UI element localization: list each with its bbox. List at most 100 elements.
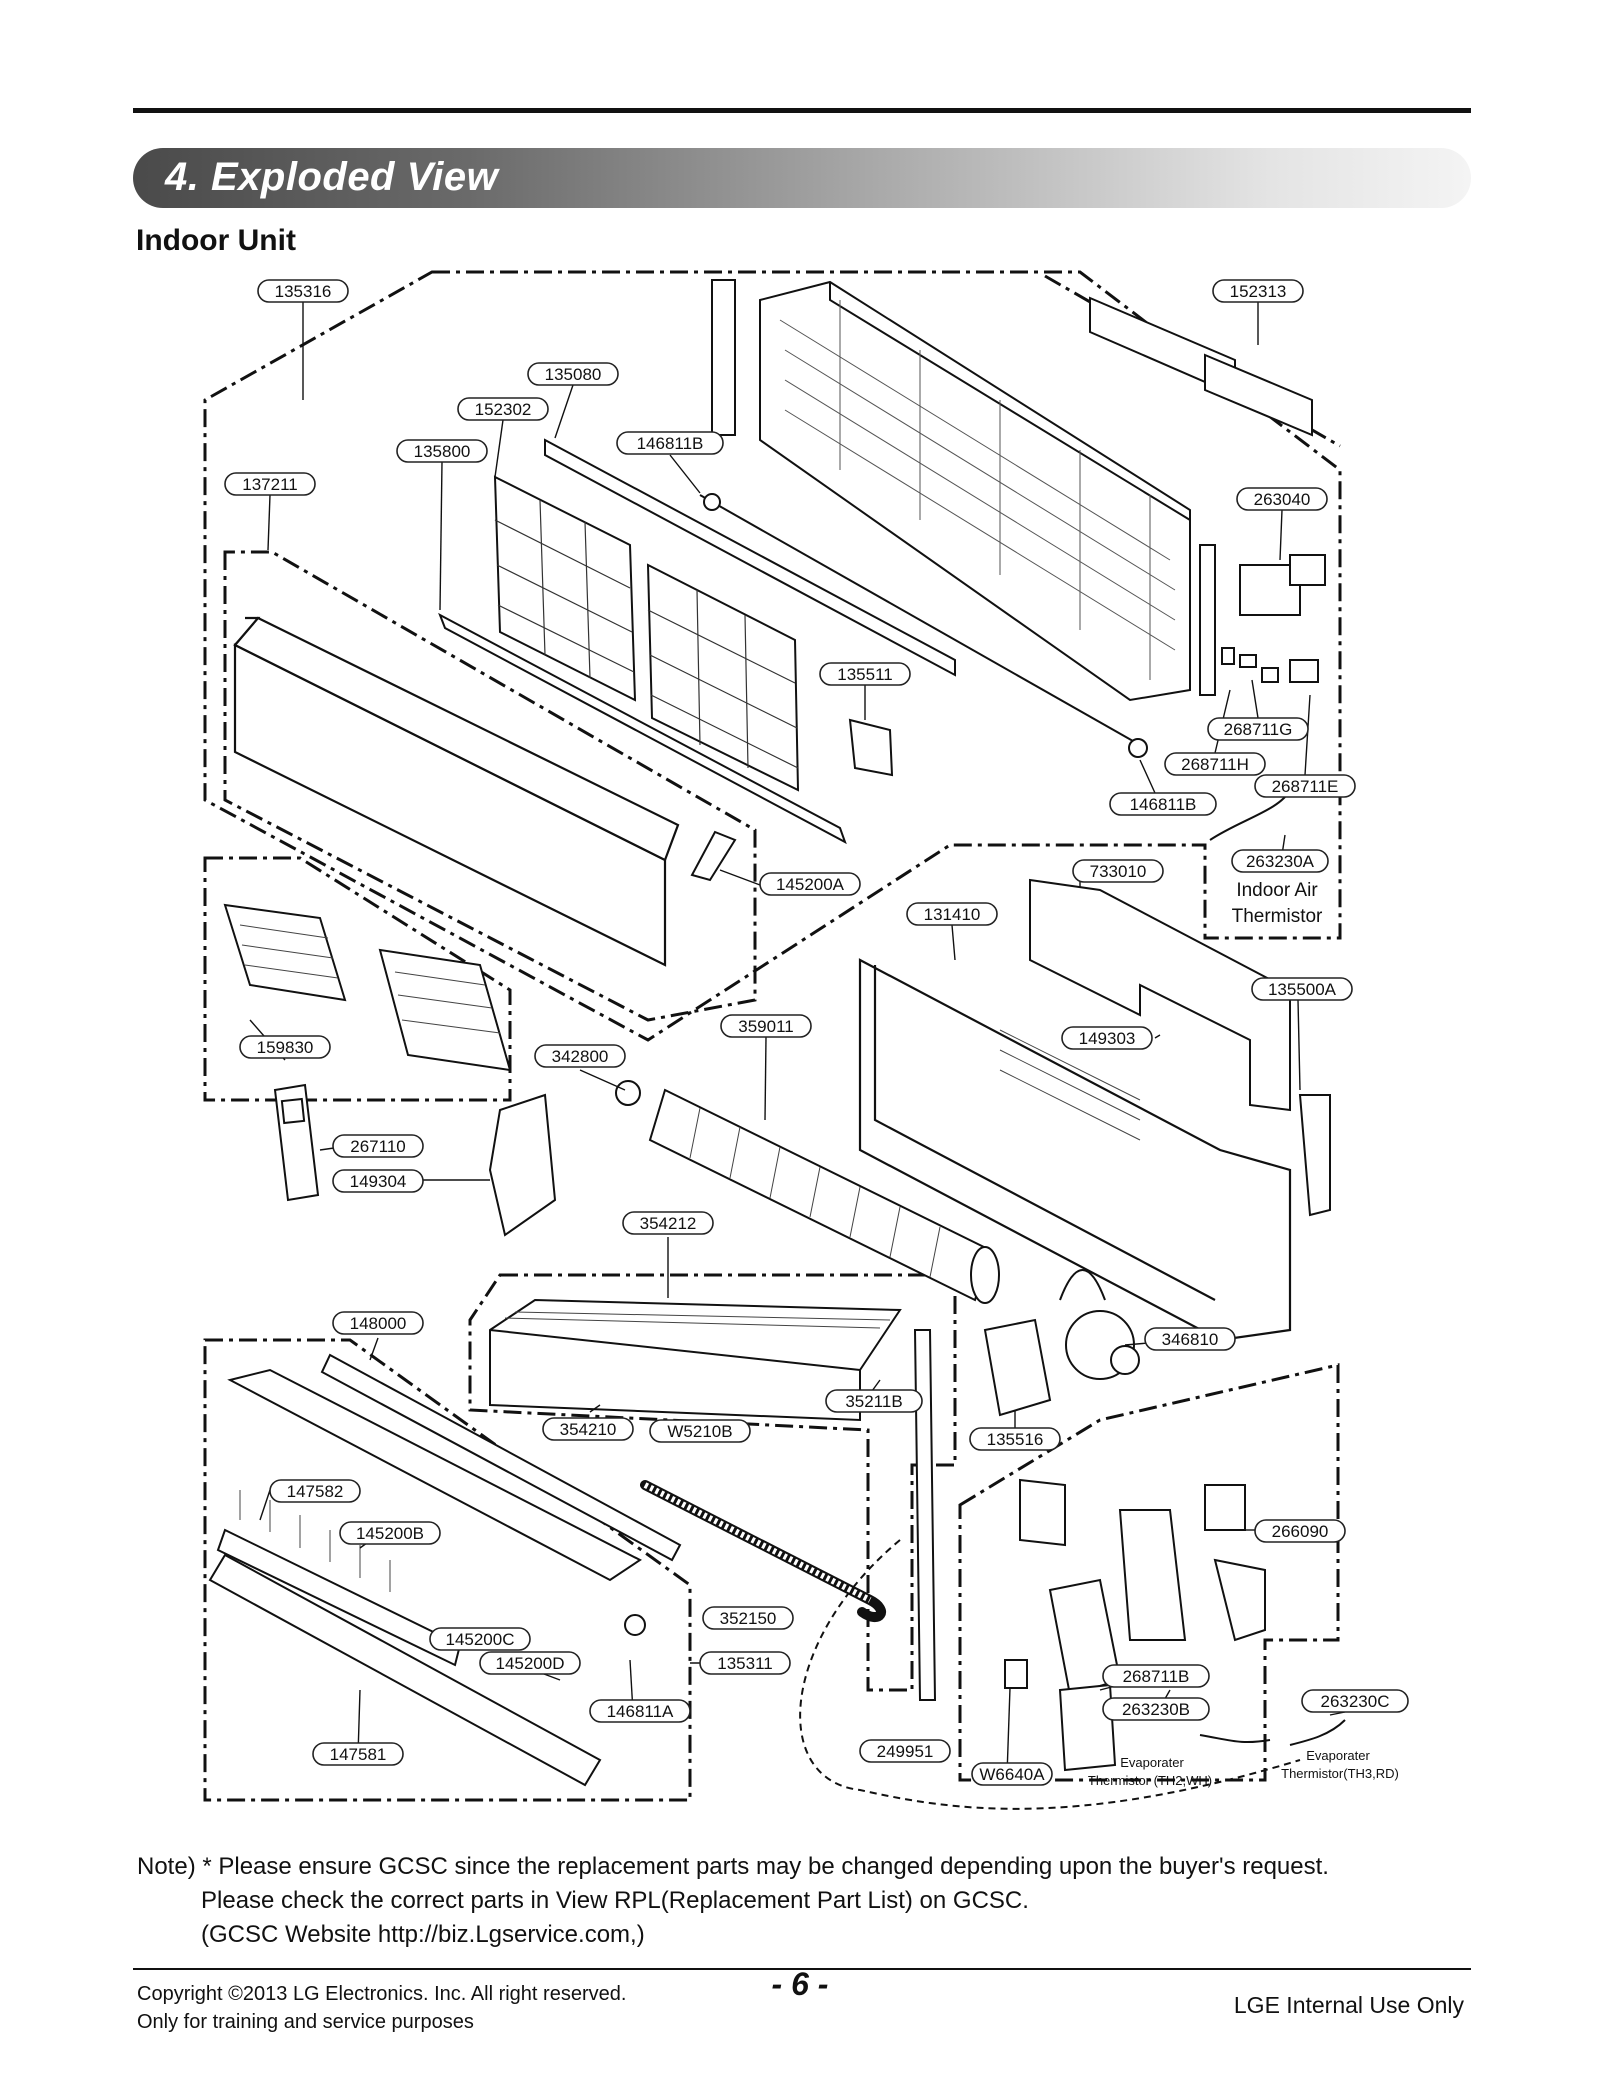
part-number: 131410 [924, 905, 981, 924]
copyright-line: Only for training and service purposes [137, 2011, 474, 2033]
fan-motor [983, 1269, 1140, 1417]
part-label: 146811B [1109, 792, 1217, 816]
part-number: 359011 [738, 1017, 793, 1036]
part-labels: 135316 152313 135080 152302 146811B 1358… [224, 279, 1409, 1786]
air-filter [438, 475, 847, 845]
caption: Thermistor (TH2,WH) [1088, 1773, 1212, 1788]
part-label: 148000 [332, 1311, 424, 1335]
remote-control [273, 1083, 320, 1202]
part-label: 733010 [1072, 859, 1164, 883]
part-number: 145200C [445, 1630, 514, 1649]
part-number: 145200B [356, 1524, 424, 1543]
part-label: 263230C [1301, 1689, 1409, 1713]
part-number: 249951 [877, 1742, 934, 1761]
part-number: 346810 [1162, 1330, 1219, 1349]
part-number: 342800 [552, 1047, 609, 1066]
part-number: 145200A [776, 875, 845, 894]
part-number: 152302 [475, 400, 532, 419]
note-line: (GCSC Website http://biz.Lgservice.com,) [201, 1921, 645, 1948]
part-label: 159830 [239, 1035, 331, 1059]
page-number: - 6 - [771, 1966, 829, 2002]
exploded-view-diagram: 135316 152313 135080 152302 146811B 1358… [203, 270, 1409, 1810]
copyright: Copyright ©2013 LG Electronics. Inc. All… [137, 1980, 626, 2036]
section-title: 4. Exploded View [165, 155, 499, 199]
part-label: 152313 [1212, 279, 1304, 303]
part-number: 35211B [845, 1392, 902, 1411]
part-label: 268711E [1254, 774, 1356, 798]
note: Note) * Please ensure GCSC since the rep… [137, 1850, 1329, 1952]
part-label: 342800 [534, 1044, 626, 1068]
part-label: 267110 [332, 1134, 424, 1158]
part-number: 263040 [1254, 490, 1311, 509]
control-box [1004, 1478, 1346, 1772]
bottom-rule [133, 1968, 1471, 1970]
part-label: 346810 [1144, 1327, 1236, 1351]
part-number: 135511 [837, 665, 892, 684]
part-label: 268711H [1164, 752, 1266, 776]
part-number: 147582 [287, 1482, 344, 1501]
part-number: 268711G [1224, 720, 1293, 739]
part-label: 352150 [702, 1606, 794, 1630]
frame-rods [544, 438, 1148, 758]
part-number: 354210 [560, 1420, 617, 1439]
group-boundary-vane [203, 1338, 692, 1802]
bracket-135511 [848, 718, 894, 777]
leader-lines [249, 300, 1346, 1776]
part-number: 268711E [1272, 777, 1339, 796]
part-label: 145200C [429, 1627, 531, 1651]
part-label: 263230A [1231, 849, 1329, 873]
group-boundary-panel-inner [223, 550, 757, 1022]
part-number: W6640A [979, 1765, 1045, 1784]
caption: Evaporater [1306, 1748, 1370, 1763]
part-number: 135311 [717, 1654, 772, 1673]
top-rule [133, 108, 1471, 113]
part-number: 733010 [1090, 862, 1147, 881]
part-number: 266090 [1272, 1522, 1329, 1541]
part-label: 359011 [720, 1014, 812, 1038]
part-number: 268711H [1181, 755, 1249, 774]
part-label: 268711B [1102, 1664, 1210, 1688]
part-number: 135080 [545, 365, 602, 384]
part-label: 145200A [759, 872, 861, 896]
part-label: 135516 [969, 1427, 1061, 1451]
part-number: 146811B [637, 434, 704, 453]
part-number: 268711B [1123, 1667, 1190, 1686]
part-label: 135311 [699, 1651, 791, 1675]
top-grille [1089, 296, 1313, 437]
subtitle: Indoor Unit [136, 224, 296, 257]
part-label: W5210B [649, 1419, 751, 1443]
display-pcb [1209, 554, 1326, 841]
part-label: 354210 [542, 1417, 634, 1441]
part-number: 135500A [1268, 980, 1337, 999]
caption: Thermistor [1232, 906, 1323, 927]
part-label: 263040 [1236, 487, 1328, 511]
main-chassis [858, 958, 1292, 1342]
part-number: 149303 [1079, 1029, 1136, 1048]
bearing-holder [488, 1093, 557, 1237]
part-label: 135080 [527, 362, 619, 386]
part-number: 352150 [720, 1609, 777, 1628]
part-number: 354212 [640, 1214, 697, 1233]
part-number: 267110 [350, 1137, 405, 1156]
internal-use-label: LGE Internal Use Only [1233, 1992, 1464, 2018]
caption: Thermistor(TH3,RD) [1281, 1766, 1399, 1781]
part-number: 148000 [350, 1314, 407, 1333]
air-guide [223, 903, 512, 1072]
section-banner: 4. Exploded View [133, 148, 1471, 208]
part-number: 135516 [987, 1430, 1044, 1449]
drain-hose [640, 1480, 886, 1622]
part-label: 135511 [819, 662, 911, 686]
group-boundary-control-box [958, 1363, 1340, 1782]
vane-assembly [208, 1353, 682, 1787]
part-number: 135316 [275, 282, 332, 301]
part-label: 149303 [1061, 1026, 1153, 1050]
note-line: Please check the correct parts in View R… [201, 1887, 1029, 1914]
front-panel [233, 616, 680, 967]
sensor-wire [799, 1539, 1301, 1810]
cross-flow-fan [615, 1080, 1000, 1304]
part-label: 263230B [1102, 1697, 1210, 1721]
group-boundary-louver [203, 856, 512, 1102]
part-label: 146811A [589, 1699, 691, 1723]
part-number: 135800 [414, 442, 471, 461]
clip-145200A [690, 830, 737, 882]
